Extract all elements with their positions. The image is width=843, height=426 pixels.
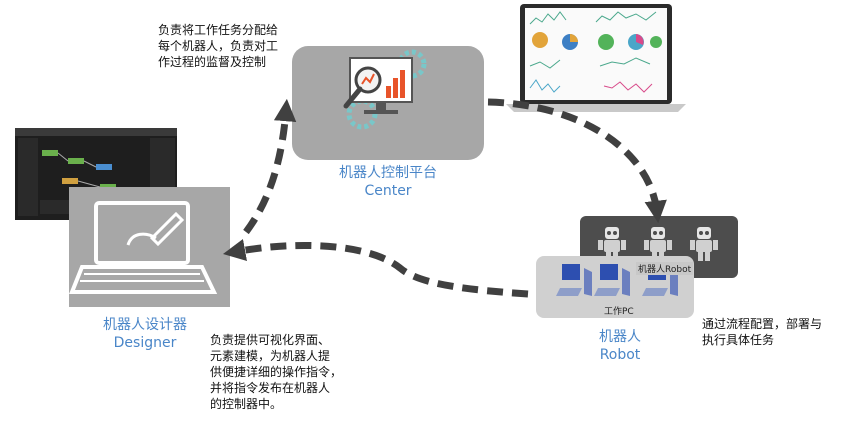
center-description-line: 作过程的监督及控制	[158, 55, 267, 69]
designer-title-cn: 机器人设计器	[103, 317, 187, 333]
arrow-designer-to-center	[243, 98, 297, 235]
robot-group-label: 机器人Robot	[636, 262, 694, 275]
desktop-pc-icon	[556, 264, 592, 296]
robot-label: 机器人 Robot	[570, 328, 670, 364]
designer-description: 负责提供可视化界面、 元素建模，为机器人提 供便捷详细的操作指令， 并将指令发布…	[210, 332, 342, 412]
designer-description-line: 负责提供可视化界面、	[210, 333, 331, 347]
designer-panel	[69, 187, 230, 307]
designer-description-line: 的控制器中。	[210, 397, 283, 411]
designer-description-line: 并将指令发布在机器人	[210, 381, 331, 395]
center-panel	[292, 46, 484, 160]
robot-description-line: 通过流程配置，部署与	[702, 317, 823, 331]
center-title-cn: 机器人控制平台	[339, 165, 437, 181]
designer-title-en: Designer	[113, 335, 177, 351]
center-description-line: 负责将工作任务分配给	[158, 23, 279, 37]
robot-description-line: 执行具体任务	[702, 333, 775, 347]
center-title-en: Center	[364, 183, 412, 199]
designer-description-line: 供便捷详细的操作指令，	[210, 365, 343, 379]
arrow-center-to-robot	[487, 98, 667, 224]
designer-label: 机器人设计器 Designer	[70, 316, 220, 352]
center-description: 负责将工作任务分配给 每个机器人，负责对工 作过程的监督及控制	[158, 22, 278, 70]
robot-description: 通过流程配置，部署与 执行具体任务	[702, 316, 822, 348]
desktop-pc-icon	[594, 264, 630, 296]
designer-description-line: 元素建模，为机器人提	[210, 349, 331, 363]
arrow-robot-to-designer	[222, 238, 529, 298]
center-description-line: 每个机器人，负责对工	[158, 39, 279, 53]
pc-group-label: 工作PC	[604, 307, 634, 317]
laptop-design-icon	[69, 201, 218, 294]
dashboard-laptop	[506, 4, 686, 112]
center-label: 机器人控制平台 Center	[318, 164, 458, 200]
robot-icon	[690, 227, 718, 261]
analytics-monitor-icon	[343, 49, 427, 130]
robot-title-en: Robot	[599, 347, 641, 363]
robot-title-cn: 机器人	[599, 329, 641, 345]
